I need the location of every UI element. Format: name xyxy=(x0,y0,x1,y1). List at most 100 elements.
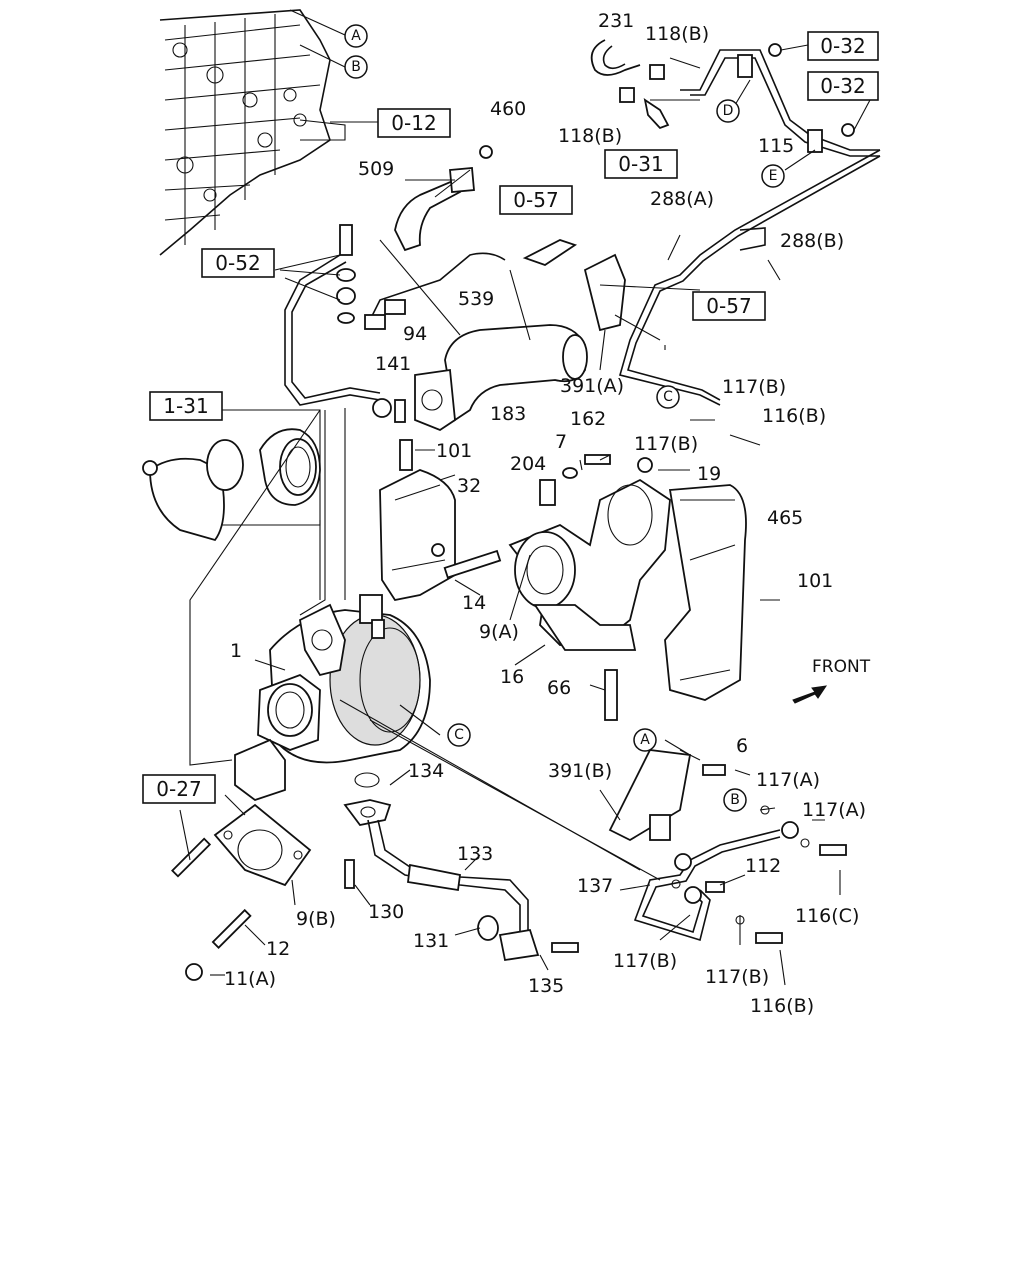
label-134: 134 xyxy=(408,760,444,782)
label-9b: 9(B) xyxy=(296,908,336,930)
heat-shield-32 xyxy=(379,439,456,602)
label-118b-mid: 118(B) xyxy=(558,125,622,147)
label-130: 130 xyxy=(368,901,404,923)
front-arrow: FRONT xyxy=(792,657,871,704)
marker-c-turbo: C xyxy=(447,723,471,747)
label-14: 14 xyxy=(462,592,486,614)
label-288a: 288(A) xyxy=(650,188,714,210)
label-32: 32 xyxy=(457,475,481,497)
oil-feed-pipe xyxy=(284,224,406,423)
marker-a-top: A xyxy=(344,24,368,48)
oil-return-pipe-133 xyxy=(343,772,579,962)
label-117b-a: 117(B) xyxy=(722,376,786,398)
label-183: 183 xyxy=(490,403,526,425)
label-12: 12 xyxy=(266,938,290,960)
label-117b-c: 117(B) xyxy=(613,950,677,972)
label-460: 460 xyxy=(490,98,526,120)
subview-1-31 xyxy=(142,409,321,542)
label-137: 137 xyxy=(577,875,613,897)
label-7: 7 xyxy=(555,431,567,453)
ref-box-0-52: 0-52 xyxy=(201,248,275,278)
label-117a-b: 117(A) xyxy=(802,799,866,821)
sensor-bracket-509 xyxy=(364,145,506,330)
label-11a: 11(A) xyxy=(224,968,276,990)
leader-A-top xyxy=(289,9,346,36)
label-16: 16 xyxy=(500,666,524,688)
bracket-391a xyxy=(522,239,626,332)
svg-text:1-31: 1-31 xyxy=(163,394,208,418)
label-162: 162 xyxy=(570,408,606,430)
exhaust-manifold-16 xyxy=(443,454,671,721)
marker-b-top: B xyxy=(344,55,368,79)
label-465: 465 xyxy=(767,507,803,529)
svg-text:0-12: 0-12 xyxy=(391,111,436,135)
marker-c-mid: C xyxy=(656,385,680,409)
heat-shield-465 xyxy=(664,484,747,701)
label-391a: 391(A) xyxy=(560,375,624,397)
intake-pipe-183 xyxy=(414,324,588,432)
svg-text:B: B xyxy=(730,792,740,808)
svg-text:B: B xyxy=(351,59,361,75)
label-118b-top: 118(B) xyxy=(645,23,709,45)
svg-text:0-52: 0-52 xyxy=(215,251,260,275)
label-539: 539 xyxy=(458,288,494,310)
label-141: 141 xyxy=(375,353,411,375)
svg-text:D: D xyxy=(723,103,734,119)
ref-box-0-32-b: 0-32 xyxy=(807,71,879,101)
marker-b-low: B xyxy=(723,788,747,812)
vacuum-hoses xyxy=(590,39,881,406)
svg-text:0-31: 0-31 xyxy=(618,152,663,176)
marker-d: D xyxy=(716,99,740,123)
label-117b-b: 117(B) xyxy=(634,433,698,455)
label-6: 6 xyxy=(736,735,748,757)
label-288b: 288(B) xyxy=(780,230,844,252)
label-117b-d: 117(B) xyxy=(705,966,769,988)
leader-B-top xyxy=(299,44,346,68)
svg-text:A: A xyxy=(351,28,361,44)
turbocharger-1 xyxy=(234,594,431,802)
label-116c: 116(C) xyxy=(795,905,859,927)
label-66: 66 xyxy=(547,677,571,699)
bracket-391b-pipe-137 xyxy=(608,749,847,944)
label-204: 204 xyxy=(510,453,546,475)
ref-box-0-31: 0-31 xyxy=(604,149,678,179)
marker-e: E xyxy=(761,164,785,188)
label-101-a: 101 xyxy=(436,440,472,462)
label-1: 1 xyxy=(230,640,242,662)
engine-block xyxy=(159,9,346,256)
svg-text:0-27: 0-27 xyxy=(156,777,201,801)
label-94: 94 xyxy=(403,323,427,345)
svg-text:0-32: 0-32 xyxy=(820,34,865,58)
ref-box-0-57-a: 0-57 xyxy=(499,185,573,215)
label-117a-a: 117(A) xyxy=(756,769,820,791)
turbo-gasket-9b xyxy=(171,803,312,981)
ref-box-0-27: 0-27 xyxy=(142,774,216,804)
label-231: 231 xyxy=(598,10,634,32)
ref-box-0-12: 0-12 xyxy=(377,108,451,138)
label-116b-b: 116(B) xyxy=(750,995,814,1017)
leader-lines xyxy=(179,169,841,986)
label-9a: 9(A) xyxy=(479,621,519,643)
svg-text:E: E xyxy=(769,168,778,184)
svg-text:C: C xyxy=(454,727,464,743)
svg-text:A: A xyxy=(640,732,650,748)
label-509: 509 xyxy=(358,158,394,180)
label-116b-a: 116(B) xyxy=(762,405,826,427)
svg-text:0-57: 0-57 xyxy=(706,294,751,318)
front-label: FRONT xyxy=(812,657,871,677)
ref-box-0-57-b: 0-57 xyxy=(692,291,766,321)
label-101-b: 101 xyxy=(797,570,833,592)
label-391b: 391(B) xyxy=(548,760,612,782)
svg-text:0-57: 0-57 xyxy=(513,188,558,212)
label-112: 112 xyxy=(745,855,781,877)
ref-box-1-31: 1-31 xyxy=(149,391,223,421)
label-115: 115 xyxy=(758,135,794,157)
label-19: 19 xyxy=(697,463,721,485)
marker-a-low: A xyxy=(633,728,657,752)
svg-text:C: C xyxy=(663,389,673,405)
label-135: 135 xyxy=(528,975,564,997)
label-131: 131 xyxy=(413,930,449,952)
ref-box-0-32-a: 0-32 xyxy=(807,31,879,61)
label-133: 133 xyxy=(457,843,493,865)
